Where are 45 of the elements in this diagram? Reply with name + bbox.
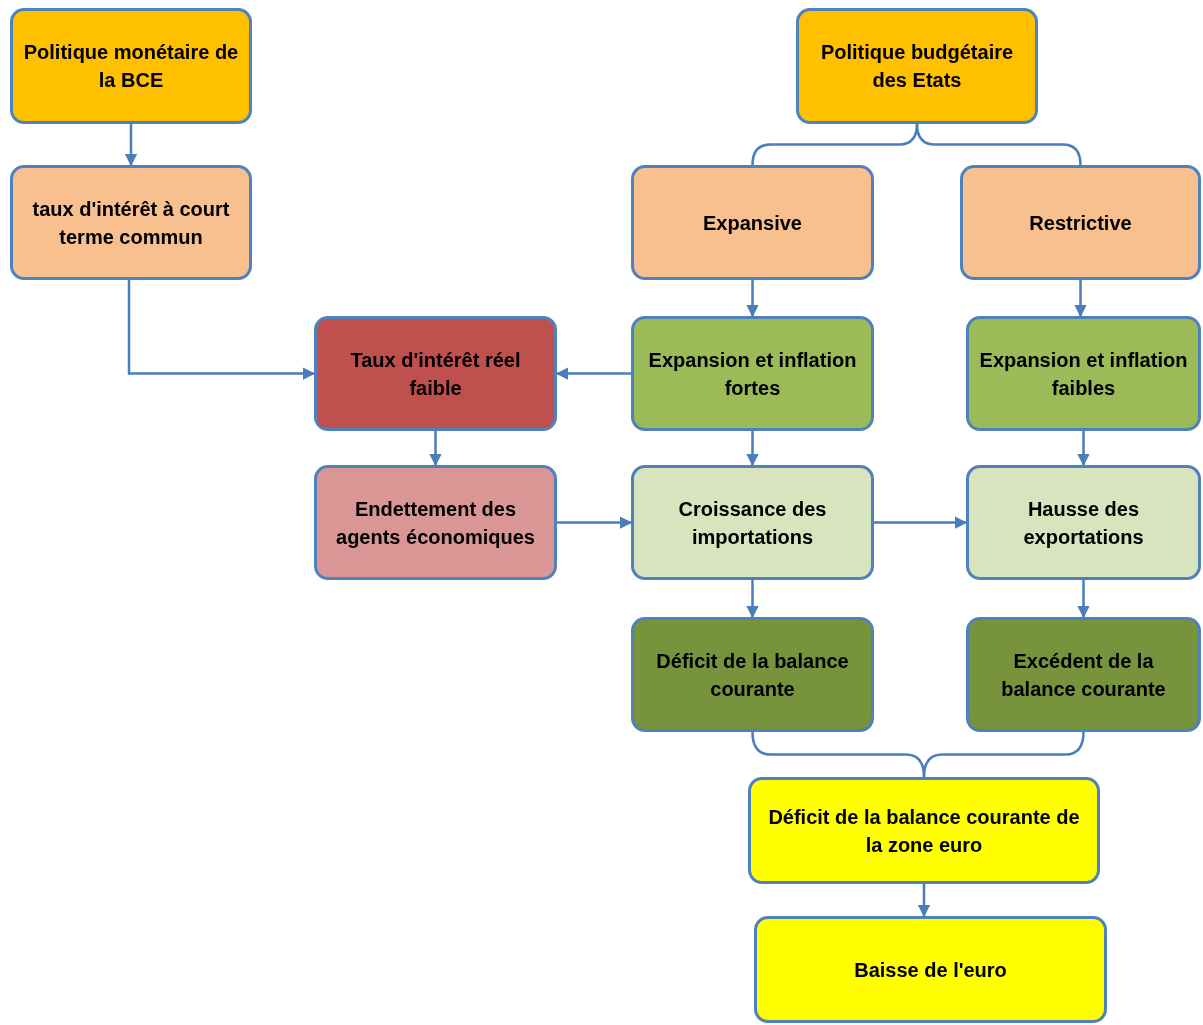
- arrow: [429, 431, 442, 467]
- box-label: Restrictive: [1029, 210, 1132, 236]
- box-label: Hausse des exportations: [1022, 496, 1145, 550]
- box-label: Taux d'intérêt réel faible: [349, 347, 522, 401]
- process-box: [966, 617, 1201, 732]
- box-label: Expansion et inflation fortes: [647, 347, 858, 401]
- result-box: [754, 916, 1107, 1023]
- box-label: taux d'intérêt à court terme commun: [31, 196, 231, 250]
- box-label: Baisse de l'euro: [854, 957, 1007, 983]
- process-box: [314, 316, 557, 431]
- box-label: Croissance des importations: [677, 496, 828, 550]
- brace-connector: [915, 123, 1082, 166]
- process-box: [631, 316, 874, 431]
- process-box: [631, 617, 874, 732]
- box-label: Expansion et inflation faibles: [979, 347, 1188, 401]
- arrow: [555, 367, 631, 380]
- box-label: Déficit de la balance courante de la zone euro: [767, 804, 1081, 858]
- brace-connector: [922, 731, 1085, 778]
- process-box: [10, 165, 252, 280]
- arrow: [1077, 431, 1090, 467]
- result-box: [748, 777, 1100, 884]
- process-box: [314, 465, 557, 580]
- arrow: [127, 280, 316, 380]
- arrow: [124, 124, 138, 167]
- arrow: [746, 580, 759, 619]
- process-box: [966, 465, 1201, 580]
- box-label: Excédent de la balance courante: [1000, 648, 1167, 702]
- arrow: [1077, 580, 1090, 619]
- arrow: [917, 884, 931, 918]
- arrow: [746, 280, 759, 318]
- process-box: [960, 165, 1201, 280]
- box-label: Déficit de la balance courante: [655, 648, 850, 702]
- policy-box: [796, 8, 1038, 124]
- box-label: Expansive: [703, 210, 802, 236]
- arrow: [746, 431, 759, 467]
- process-box: [631, 165, 874, 280]
- policy-box: [10, 8, 252, 124]
- arrow: [1074, 280, 1087, 318]
- box-label: Endettement des agents économiques: [335, 496, 536, 550]
- arrow: [874, 516, 968, 529]
- arrow: [557, 516, 633, 529]
- process-box: [966, 316, 1201, 431]
- box-label: Politique budgétaire des Etats: [819, 40, 1015, 93]
- box-label: Politique monétaire de la BCE: [23, 40, 239, 93]
- process-box: [631, 465, 874, 580]
